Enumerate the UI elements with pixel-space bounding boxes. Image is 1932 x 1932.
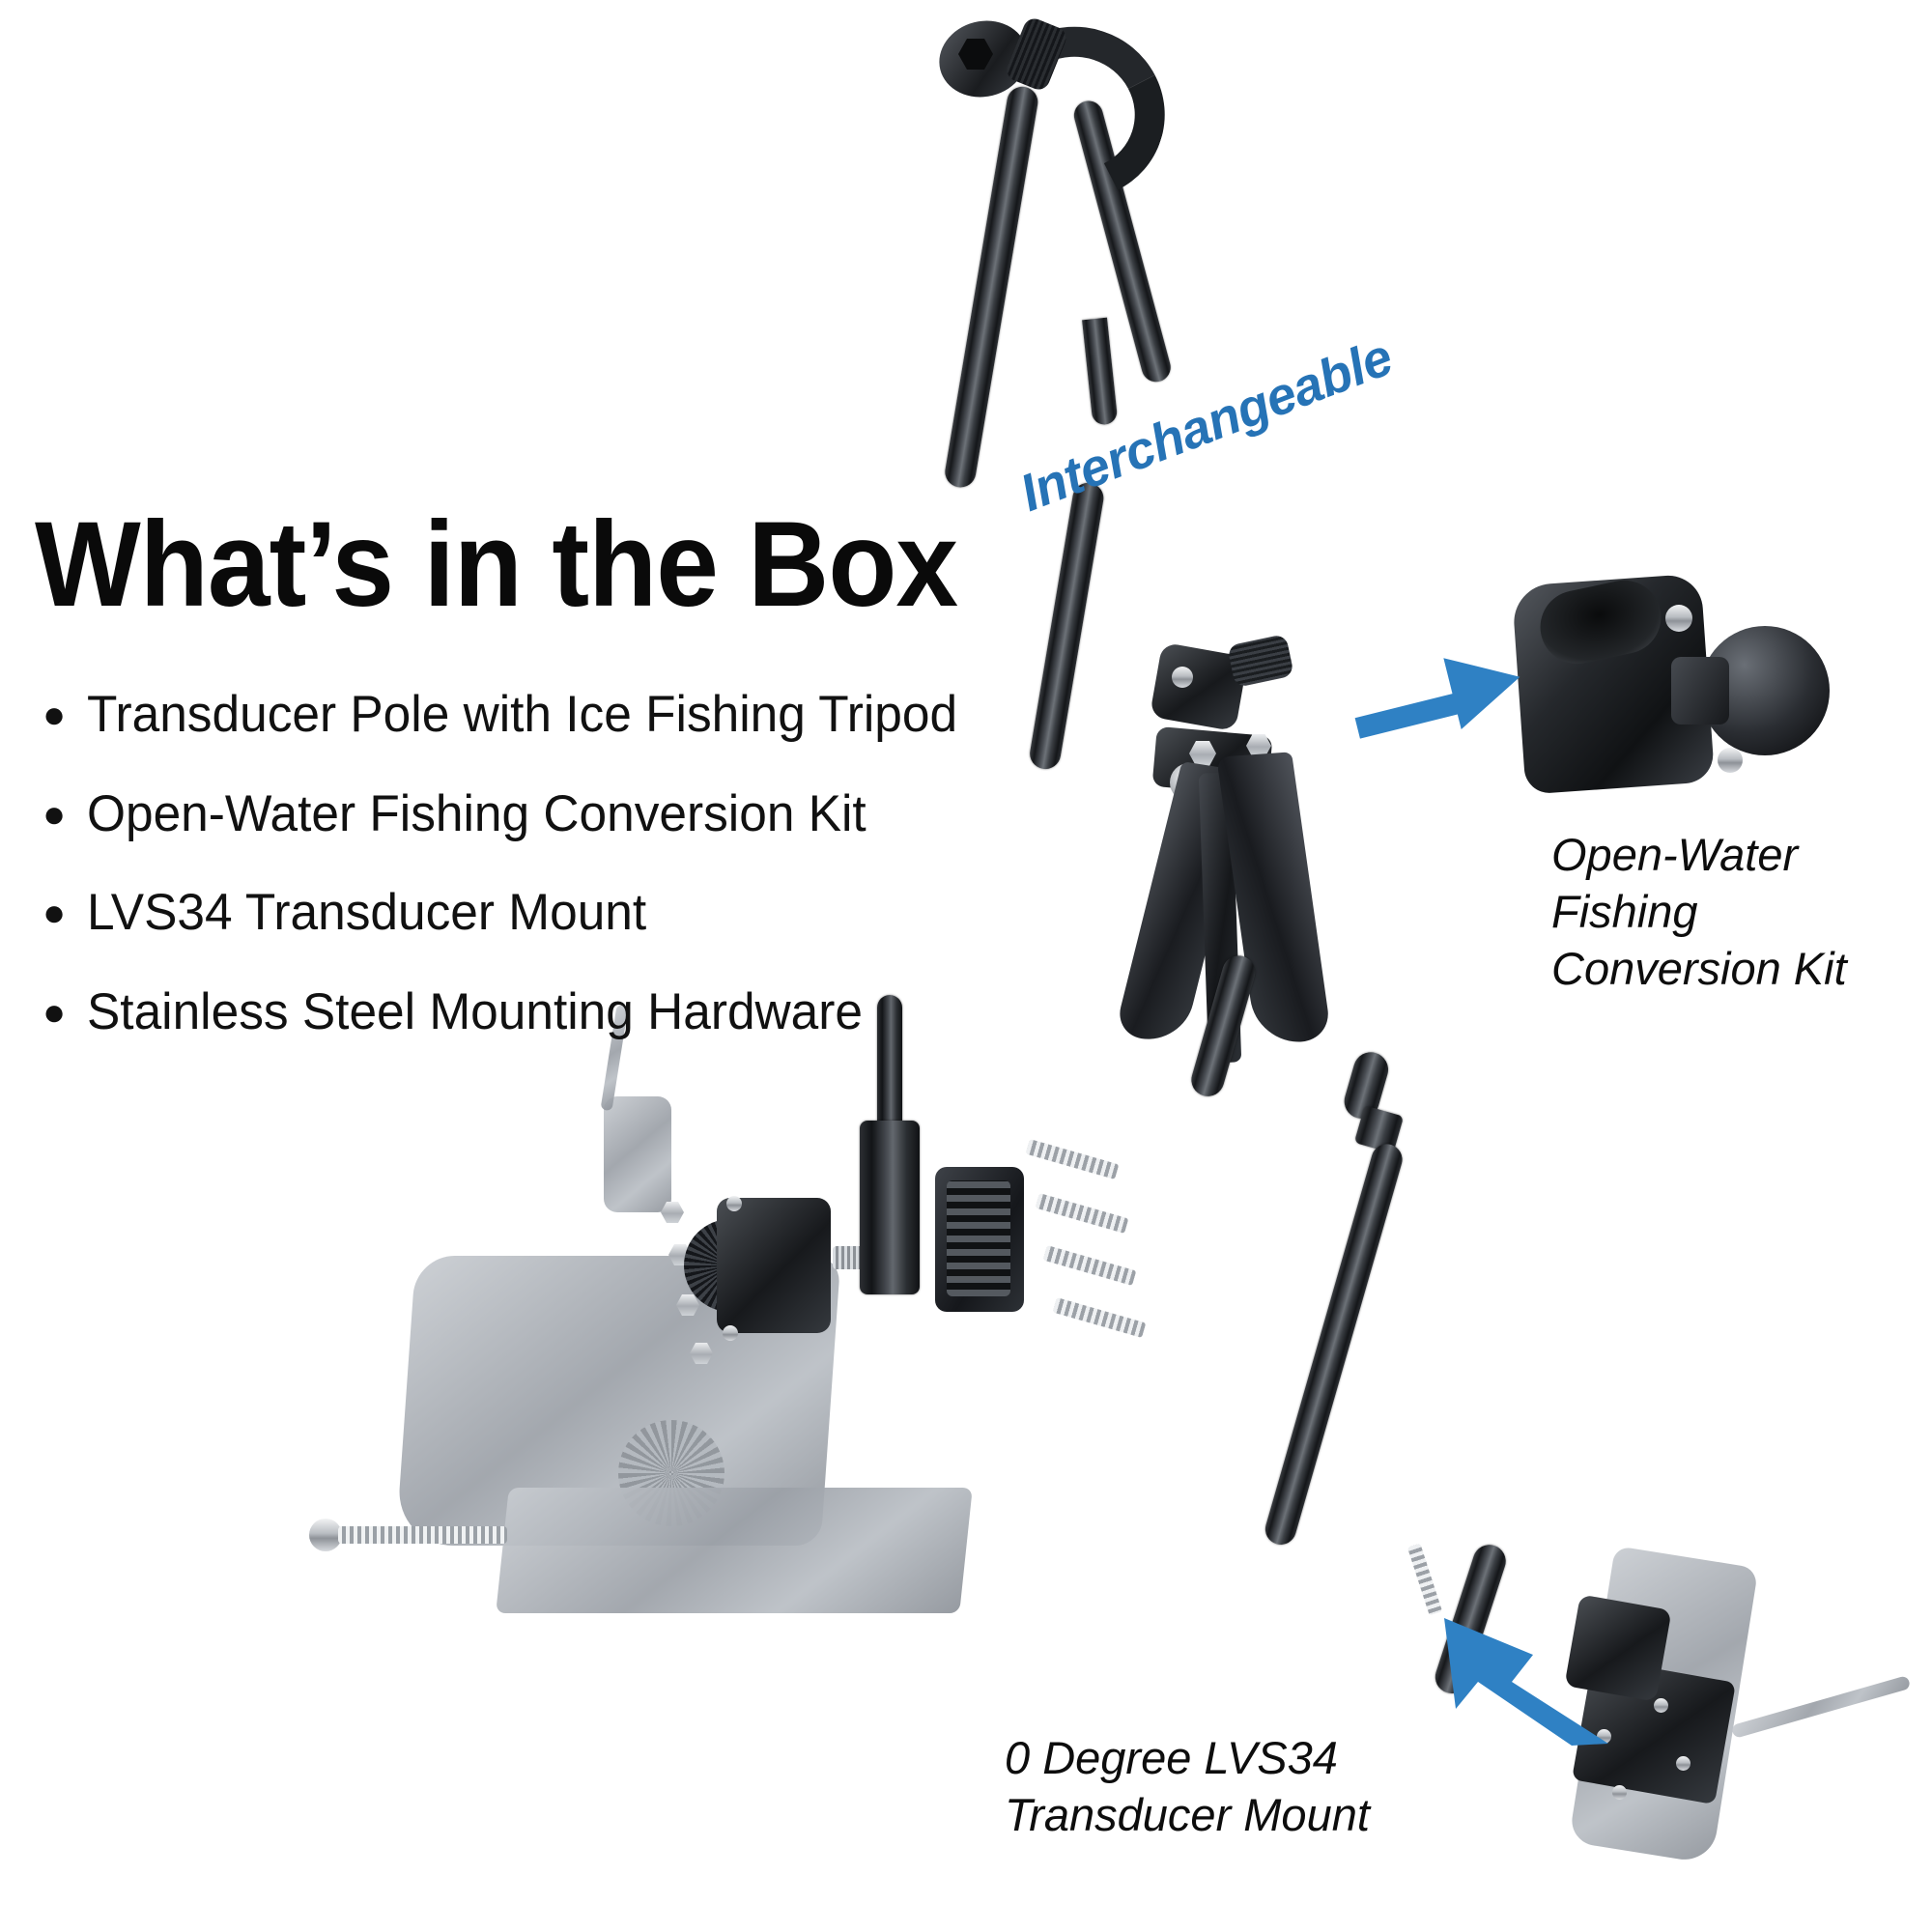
exploded-nut-1 xyxy=(661,1202,684,1223)
list-item-label: Open-Water Fishing Conversion Kit xyxy=(87,784,867,842)
kit-screw-top xyxy=(1665,605,1692,632)
bullet-marker-icon: ● xyxy=(43,792,67,836)
exploded-long-bolt-shaft xyxy=(338,1526,507,1544)
list-item: ● Open-Water Fishing Conversion Kit xyxy=(43,784,970,842)
kit-screw-bottom xyxy=(1718,748,1743,773)
list-item-label: LVS34 Transducer Mount xyxy=(87,884,647,942)
list-item: ● Stainless Steel Mounting Hardware xyxy=(43,985,970,1039)
exploded-pole-tube-top xyxy=(877,995,902,1140)
pole-main-mid-section xyxy=(1027,480,1106,772)
exploded-long-bolt-head xyxy=(309,1519,342,1551)
pole-main-upper-section xyxy=(942,84,1040,490)
arrow-to-conversion-kit xyxy=(1354,658,1520,739)
exploded-nut-3 xyxy=(676,1294,699,1316)
list-item-label: Transducer Pole with Ice Fishing Tripod xyxy=(87,686,958,743)
bullet-marker-icon: ● xyxy=(43,694,67,736)
pole-swivel-knob xyxy=(1227,634,1294,688)
bullet-marker-icon: ● xyxy=(43,990,67,1034)
mount-screw-tr xyxy=(1654,1698,1668,1713)
exploded-toothed-collar-teeth xyxy=(947,1180,1010,1296)
list-item: ● LVS34 Transducer Mount xyxy=(43,886,970,940)
box-contents-list: ● Transducer Pole with Ice Fishing Tripo… xyxy=(43,688,970,1085)
list-item-label: Stainless Steel Mounting Hardware xyxy=(87,982,864,1040)
pole-lower-section-b xyxy=(1262,1140,1406,1548)
pole-upper-arm-lower xyxy=(1082,317,1119,426)
kit-ball-neck xyxy=(1671,657,1729,724)
list-item: ● Transducer Pole with Ice Fishing Tripo… xyxy=(43,688,970,742)
lvs34-mount-caption: 0 Degree LVS34 Transducer Mount xyxy=(1005,1732,1370,1841)
mount-screw-br xyxy=(1676,1756,1690,1771)
exploded-bracket-screw-bottom xyxy=(723,1325,738,1341)
arrow-to-installed-mount xyxy=(1444,1618,1608,1746)
exploded-pole-tube-body xyxy=(860,1121,920,1294)
exploded-bracket-screw-top xyxy=(726,1196,742,1211)
exploded-nut-4 xyxy=(690,1343,713,1364)
exploded-transducer-nose xyxy=(604,1096,671,1212)
open-water-kit-caption: Open-Water Fishing Conversion Kit xyxy=(1551,829,1847,995)
exploded-transducer-base-plate xyxy=(496,1488,973,1613)
pole-swivel-pivot-bolt xyxy=(1172,667,1193,688)
exploded-black-bracket xyxy=(717,1198,831,1333)
mount-screw-bl xyxy=(1612,1785,1627,1800)
page-title: What’s in the Box xyxy=(35,497,958,632)
bullet-marker-icon: ● xyxy=(43,892,67,935)
